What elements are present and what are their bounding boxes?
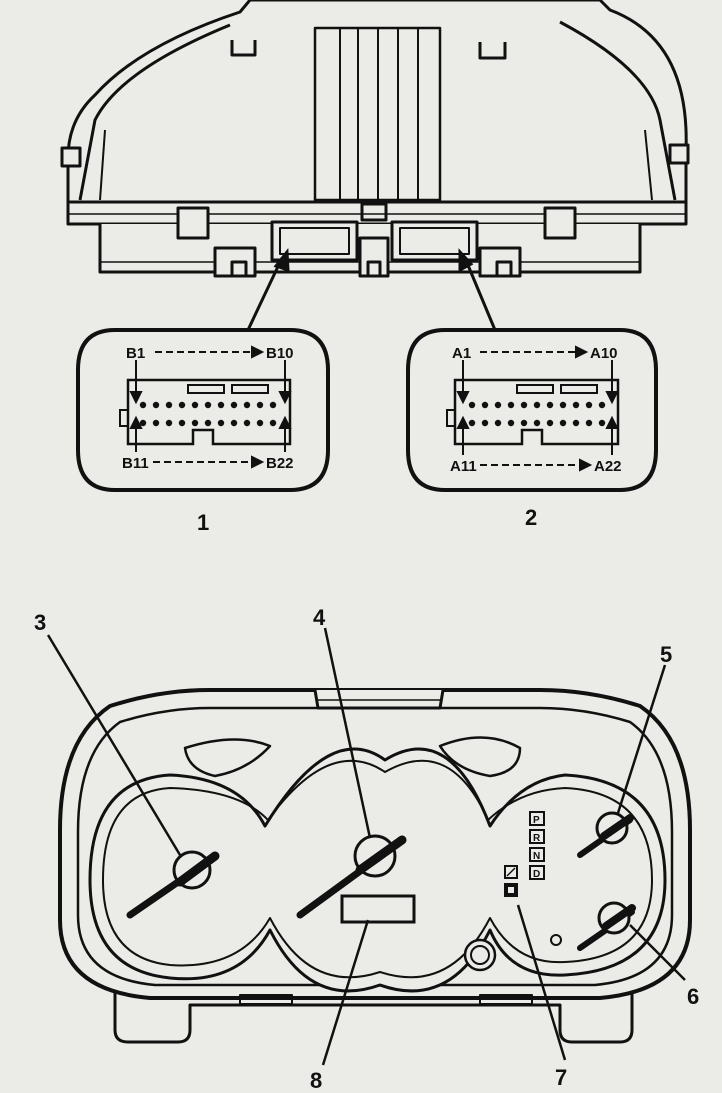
pin-label-b1: B1	[126, 345, 145, 362]
connector-b-pin-dot	[165, 401, 173, 409]
connector-b-pin-dot	[178, 401, 186, 409]
connector-a-pin-dot	[494, 419, 502, 427]
connector-b-pin-dot	[152, 401, 160, 409]
connector-a-pin-dot	[559, 401, 567, 409]
connector-b-pin-dot	[139, 401, 147, 409]
pin-label-a22: A22	[594, 458, 622, 475]
pin-label-a1: A1	[452, 345, 471, 362]
connector-b-pin-dot	[230, 401, 238, 409]
pin-label-b10: B10	[266, 345, 294, 362]
callout-4: 4	[313, 605, 326, 630]
pin-label-a10: A10	[590, 345, 618, 362]
connector-b-pin-dot	[217, 419, 225, 427]
gear-letter-r: R	[533, 833, 541, 844]
connector-a-pin-dot	[468, 419, 476, 427]
connector-b-pin-dot	[256, 401, 264, 409]
connector-a-pin-dot	[520, 419, 528, 427]
odometer-display	[340, 894, 416, 924]
connector-a-pin-dot	[533, 419, 541, 427]
connector-a-pin-dot	[520, 401, 528, 409]
temperature-gauge-needle	[577, 901, 636, 951]
callout-6: 6	[687, 984, 699, 1009]
pin-label-a11: A11	[450, 458, 477, 475]
connector-a-pin-dot	[585, 401, 593, 409]
pin-label-b11: B11	[122, 455, 149, 472]
connector-b-callout: B1 B10 B11 B22	[76, 328, 330, 492]
warning-lamps	[504, 865, 518, 897]
connector-a-pin-dot	[546, 419, 554, 427]
callout-leaders	[46, 627, 686, 1066]
speedometer-needle	[126, 850, 220, 919]
connector-a-pin-dot	[507, 401, 515, 409]
fuel-gauge-needle	[577, 811, 634, 858]
connector-a-pin-dot	[585, 419, 593, 427]
callout-7: 7	[555, 1065, 567, 1090]
connector-a-pin-dot	[546, 401, 554, 409]
connector-a-pin-dot	[481, 419, 489, 427]
tachometer-needle	[296, 834, 407, 919]
connector-b-pin-dot	[204, 419, 212, 427]
connector-a-callout: A1 A10 A11 A22	[406, 328, 658, 492]
connector-a-pin-dot	[598, 401, 606, 409]
connector-a-pin-dot	[481, 401, 489, 409]
connector-a-pins	[468, 401, 606, 427]
connector-leaders	[246, 247, 497, 331]
connector-a-pin-dot	[598, 419, 606, 427]
connector-b-pin-dot	[139, 419, 147, 427]
gear-indicator	[529, 811, 545, 880]
gear-letter-p: P	[533, 815, 540, 826]
connector-b-pin-dot	[269, 419, 277, 427]
connector-b-pin-dot	[152, 419, 160, 427]
connector-b-pin-dot	[204, 401, 212, 409]
gear-letter-n: N	[533, 851, 540, 862]
callout-3: 3	[34, 610, 46, 635]
callout-2: 2	[525, 505, 537, 530]
connector-a-pin-dot	[533, 401, 541, 409]
connector-a-pin-dot	[572, 419, 580, 427]
gear-letter-d: D	[533, 869, 540, 880]
connector-b-pin-dot	[243, 419, 251, 427]
connector-a-pin-dot	[494, 401, 502, 409]
connector-b-pin-dot	[191, 419, 199, 427]
callout-8: 8	[310, 1068, 322, 1093]
connector-a-pin-dot	[468, 401, 476, 409]
connector-b-pin-dot	[256, 419, 264, 427]
connector-b-pin-dot	[165, 419, 173, 427]
connector-b-pin-dot	[217, 401, 225, 409]
callout-5: 5	[660, 642, 672, 667]
connector-b-pin-dot	[191, 401, 199, 409]
connector-b-pin-dot	[178, 419, 186, 427]
connector-b-pin-dot	[243, 401, 251, 409]
connector-a-pin-dot	[559, 419, 567, 427]
cluster-rear-view	[60, 0, 690, 278]
connector-a-pin-dot	[507, 419, 515, 427]
connector-b-pin-dot	[269, 401, 277, 409]
connector-b-pins	[139, 401, 277, 427]
connector-a-pin-dot	[572, 401, 580, 409]
pin-label-b22: B22	[266, 455, 294, 472]
callout-1: 1	[197, 510, 209, 535]
connector-b-pin-dot	[230, 419, 238, 427]
